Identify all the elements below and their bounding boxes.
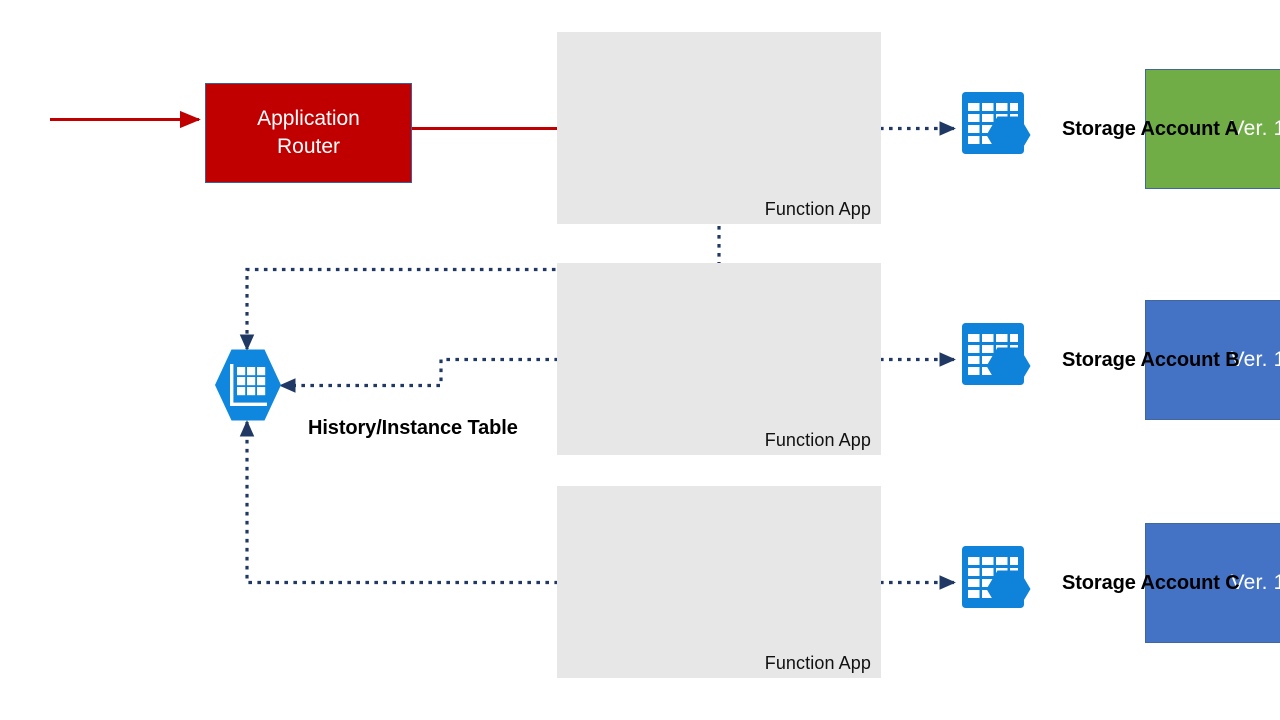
storage-account-icon (962, 92, 1031, 154)
version-label-1-2-0: Ver. 1.2.0 (1230, 117, 1280, 140)
azure-table-storage-hexagon-icon (215, 349, 281, 421)
storage-account-a-node[interactable] (960, 88, 1044, 170)
version-box-1-1-0[interactable]: Ver. 1.1.0 (1145, 300, 1280, 420)
function-app-label-2: Function App (764, 430, 871, 450)
connector-v120-to-history-table (239, 190, 721, 351)
application-router-label-line1: Application (257, 107, 360, 131)
application-router-label-line2: Router (276, 135, 341, 158)
connector-v110-to-history-table (279, 357, 585, 393)
function-app-container-1[interactable]: Ver. 1.2.0 Function App (557, 32, 1280, 224)
history-instance-table-label: History/Instance Table (308, 417, 518, 439)
storage-account-c-label: Storage Account C (1062, 572, 1240, 594)
version-box-1-0-0[interactable]: Ver. 1.0.0 (1145, 523, 1280, 643)
storage-account-b-node[interactable] (960, 319, 1044, 401)
application-router-node[interactable]: Application Router (205, 83, 412, 183)
function-app-container-2[interactable]: Ver. 1.1.0 Function App (557, 263, 1280, 455)
function-app-container-3[interactable]: Ver. 1.0.0 Function App (557, 486, 1280, 678)
storage-account-icon (962, 546, 1031, 608)
function-app-label-3: Function App (764, 653, 871, 673)
storage-account-a-label: Storage Account A (1062, 118, 1239, 140)
storage-account-icon (962, 323, 1031, 385)
version-label-1-1-0: Ver. 1.1.0 (1230, 348, 1280, 371)
connector-v100-to-history-table (239, 420, 585, 585)
storage-account-c-node[interactable] (960, 542, 1044, 624)
function-app-label-1: Function App (764, 199, 871, 219)
history-instance-table-node[interactable] (213, 348, 283, 422)
storage-account-b-label: Storage Account B (1062, 349, 1240, 371)
version-box-1-2-0[interactable]: Ver. 1.2.0 (1145, 69, 1280, 189)
version-label-1-0-0: Ver. 1.0.0 (1230, 571, 1280, 594)
